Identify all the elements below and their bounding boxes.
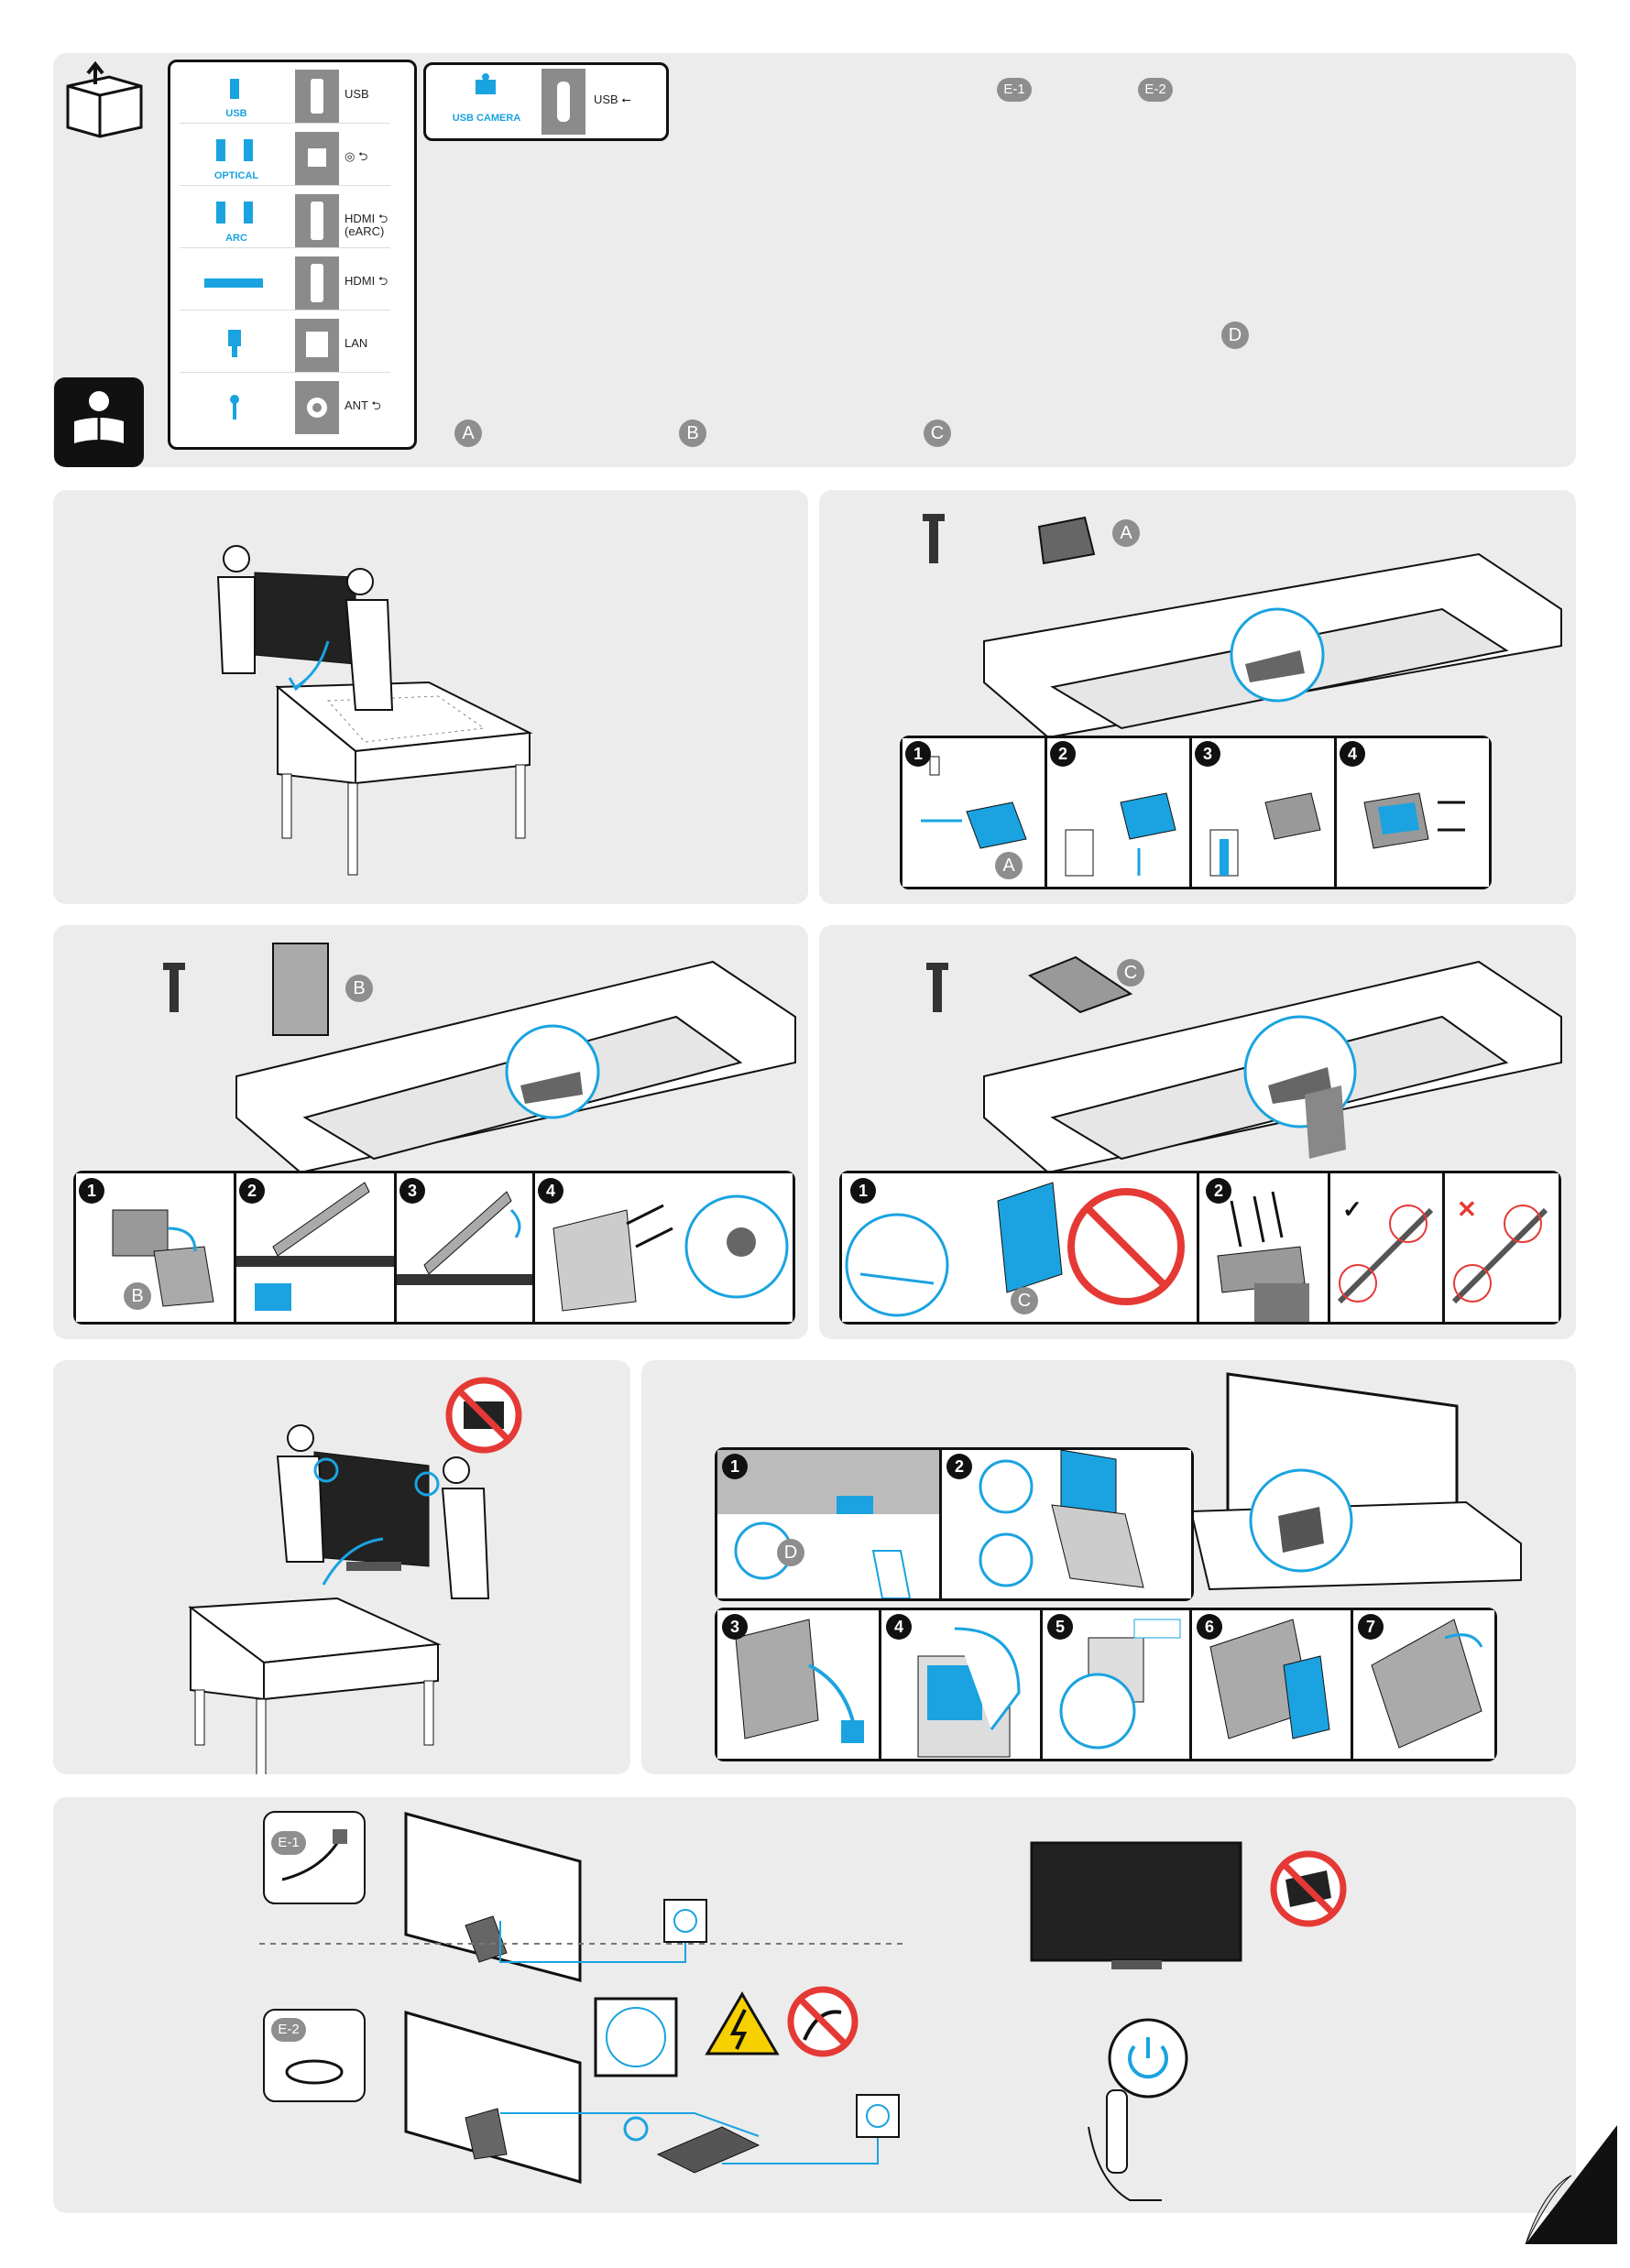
port-ant: ANT ⮌ bbox=[180, 381, 390, 434]
part-a-badge: A bbox=[995, 852, 1023, 879]
no-tilt-icon bbox=[1274, 1854, 1343, 1924]
step-badge: 3 bbox=[722, 1614, 748, 1640]
usb-stick-icon bbox=[221, 77, 248, 104]
part-e2-badge: E-2 bbox=[271, 2018, 306, 2042]
part-a-badge: A bbox=[1112, 519, 1140, 547]
page-curl-icon bbox=[1516, 2125, 1617, 2244]
step-badge: 3 bbox=[1195, 741, 1220, 767]
port-label: HDMI ⮌ bbox=[345, 275, 401, 288]
step-badge: 5 bbox=[1047, 1614, 1073, 1640]
optical-socket bbox=[295, 132, 339, 185]
lay-tv-panel bbox=[53, 490, 808, 904]
step-badge: 4 bbox=[1340, 741, 1365, 767]
part-e2-badge: E-2 bbox=[1138, 78, 1173, 102]
port-label: LAN bbox=[345, 337, 401, 350]
port-label: ◎ ⮌ bbox=[345, 150, 401, 163]
step-badge: 1 bbox=[722, 1454, 748, 1479]
part-e1-badge: E-1 bbox=[271, 1831, 306, 1855]
ports-list: USB USB OPTICAL ◎ ⮌ ARC HDMI ⮌(eARC) HDM… bbox=[168, 60, 417, 450]
part-b-badge: B bbox=[679, 420, 706, 447]
lift-tv-panel bbox=[53, 1360, 630, 1774]
step-badge: 2 bbox=[1050, 741, 1076, 767]
lan-cable-icon bbox=[221, 328, 248, 359]
step-badge: 1 bbox=[79, 1178, 104, 1204]
port-usb: USB USB bbox=[180, 70, 390, 124]
step-cell-2 bbox=[942, 1450, 1191, 1598]
step-badge: 4 bbox=[538, 1178, 563, 1204]
part-d-badge: D bbox=[777, 1539, 804, 1566]
attach-b-panel bbox=[53, 925, 808, 1339]
step-badge: 7 bbox=[1358, 1614, 1384, 1640]
part-e1-badge: E-1 bbox=[997, 78, 1032, 102]
hdmi-socket bbox=[295, 194, 339, 247]
electric-hazard-icon bbox=[707, 1994, 777, 2054]
port-label: HDMI ⮌(eARC) bbox=[345, 213, 401, 238]
port-lan: LAN bbox=[180, 319, 390, 373]
port-hdmi-earc: ARC HDMI ⮌(eARC) bbox=[180, 194, 390, 248]
box-up-icon bbox=[59, 59, 150, 141]
port-optical: OPTICAL ◎ ⮌ bbox=[180, 132, 390, 186]
power-icon bbox=[1110, 2020, 1187, 2097]
hdmi-socket bbox=[295, 256, 339, 310]
port-label: USB bbox=[345, 88, 401, 101]
step-badge: 3 bbox=[399, 1178, 425, 1204]
port-hdmi: HDMI ⮌ bbox=[180, 256, 390, 311]
port-tag: ARC bbox=[185, 233, 288, 244]
step-cell-1 bbox=[717, 1450, 942, 1598]
usb-socket bbox=[295, 70, 339, 123]
usb-camera-port: USB CAMERA USB ⭠ bbox=[423, 62, 669, 141]
no-tilt-icon bbox=[449, 1380, 519, 1450]
device-icon bbox=[202, 275, 267, 293]
step-badge: 2 bbox=[946, 1454, 972, 1479]
no-bend-cable-icon bbox=[791, 1990, 855, 2054]
attach-b-steps bbox=[73, 1171, 795, 1325]
antenna-icon bbox=[221, 390, 248, 421]
usb-c-socket bbox=[542, 69, 585, 135]
ok-mark: ✓ bbox=[1342, 1195, 1362, 1224]
step-badge: 4 bbox=[886, 1614, 912, 1640]
lan-socket bbox=[295, 319, 339, 372]
step-badge: 6 bbox=[1197, 1614, 1222, 1640]
attach-a-panel bbox=[819, 490, 1576, 904]
port-label: ANT ⮌ bbox=[345, 399, 401, 412]
part-c-badge: C bbox=[1117, 959, 1144, 987]
speaker-icon bbox=[212, 200, 257, 227]
power-panel bbox=[53, 1797, 1576, 2213]
speaker-icon bbox=[212, 137, 257, 165]
part-c-badge: C bbox=[924, 420, 951, 447]
step-badge: 1 bbox=[850, 1178, 876, 1204]
camera-port-label: USB ⭠ bbox=[594, 93, 631, 107]
connect-panel bbox=[641, 1360, 1576, 1774]
part-b-badge: B bbox=[345, 975, 373, 1002]
ant-socket bbox=[295, 381, 339, 434]
camera-icon bbox=[472, 72, 499, 100]
read-manual-icon bbox=[54, 377, 144, 467]
part-c-badge: C bbox=[1011, 1287, 1038, 1314]
part-d-badge: D bbox=[1221, 322, 1249, 349]
step-cell-4 bbox=[535, 1173, 793, 1322]
step-badge: 1 bbox=[905, 741, 931, 767]
step-badge: 2 bbox=[239, 1178, 265, 1204]
port-tag: USB bbox=[185, 108, 288, 119]
port-tag: OPTICAL bbox=[185, 170, 288, 181]
step-badge: 2 bbox=[1206, 1178, 1231, 1204]
part-b-badge: B bbox=[124, 1282, 151, 1310]
part-a-badge: A bbox=[454, 420, 482, 447]
bad-mark: ✕ bbox=[1457, 1195, 1477, 1224]
attach-c-steps bbox=[839, 1171, 1561, 1325]
attach-c-panel bbox=[819, 925, 1576, 1339]
camera-tag: USB CAMERA bbox=[435, 113, 538, 124]
